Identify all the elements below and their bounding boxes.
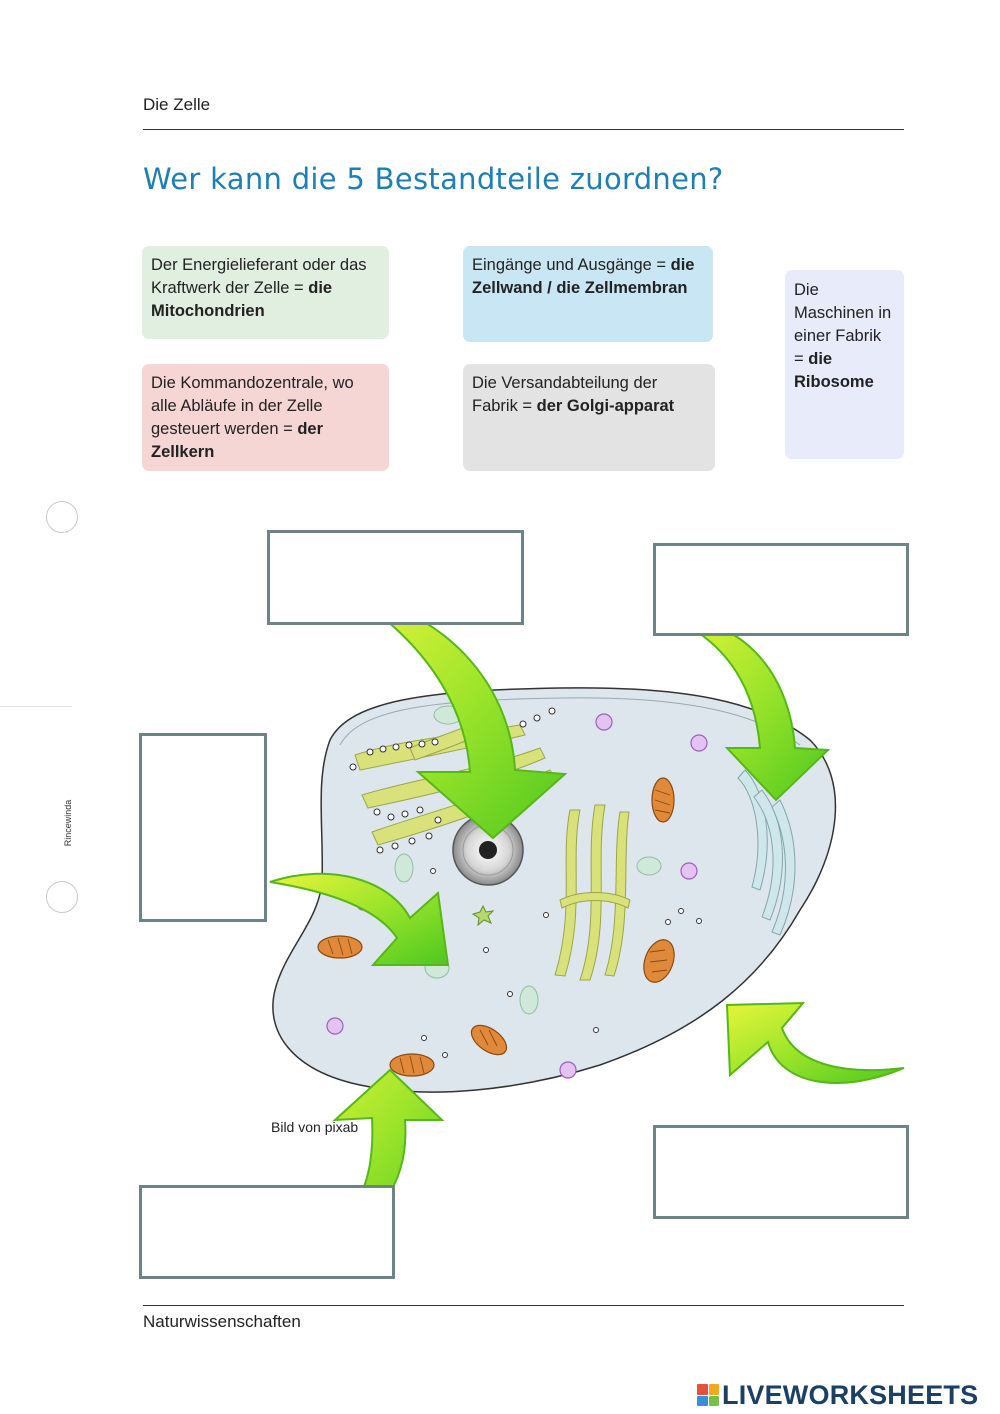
card-mitochondria-term: die Mitochondrien: [151, 279, 333, 320]
card-ribosome: Die Maschinen in einer Fabrik = die Ribo…: [785, 270, 904, 459]
arrow-bottom-right: [725, 1001, 905, 1084]
answer-box-left[interactable]: [139, 733, 267, 922]
card-ribosome-text: Die Maschinen in einer Fabrik =: [794, 281, 892, 368]
card-nucleus: Die Kommandozentrale, wo alle Abläufe in…: [142, 364, 389, 471]
arrow-top-right: [671, 616, 831, 802]
card-mitochondria-text: Der Energielieferant oder das Kraftwerk …: [151, 256, 367, 297]
liveworksheets-brand[interactable]: LIVEWORKSHEETS: [697, 1380, 978, 1410]
page-footer-text: Naturwissenschaften: [143, 1312, 301, 1331]
smooth-er: [737, 769, 796, 936]
binder-hole-bottom: [46, 881, 78, 913]
brand-name: LIVEWORKSHEETS: [722, 1379, 979, 1410]
arrow-left: [269, 872, 450, 966]
arrow-top: [354, 596, 568, 840]
centrosome: [471, 904, 495, 927]
page-header-title: Die Zelle: [143, 95, 211, 114]
free-ribosomes: [421, 868, 702, 1058]
golgi-apparatus: [554, 804, 631, 981]
answer-box-top[interactable]: [267, 530, 524, 625]
answer-box-bottom-left[interactable]: [139, 1185, 395, 1279]
card-nucleus-term: der Zellkern: [151, 420, 323, 461]
card-membrane: Eingänge und Ausgänge = die Zellwand / d…: [463, 246, 713, 342]
fold-mark: [0, 706, 72, 707]
card-golgi-term: der Golgi-apparat: [536, 397, 675, 415]
footer-divider: [143, 1305, 904, 1306]
liveworksheets-logo-icon: [697, 1384, 719, 1406]
card-golgi: Die Versandabteilung der Fabrik = der Go…: [463, 364, 715, 471]
card-golgi-text: Die Versandabteilung der Fabrik =: [472, 374, 658, 415]
card-nucleus-text: Die Kommandozentrale, wo alle Abläufe in…: [151, 374, 354, 438]
image-credit: Bild von pixab: [271, 1119, 359, 1135]
header-divider: [143, 129, 904, 130]
card-mitochondria: Der Energielieferant oder das Kraftwerk …: [142, 246, 389, 339]
answer-box-bottom-right[interactable]: [653, 1125, 909, 1219]
mito-cristae: [327, 789, 671, 1074]
card-ribosome-term: die Ribosome: [794, 350, 874, 391]
card-membrane-term: die Zellwand / die Zellmembran: [472, 256, 695, 297]
binder-hole-top: [46, 501, 78, 533]
lysosomes: [326, 713, 708, 1079]
worksheet-title: Wer kann die 5 Bestandteile zuordnen?: [143, 162, 724, 196]
card-membrane-text: Eingänge und Ausgänge =: [472, 256, 671, 274]
answer-box-top-right[interactable]: [653, 543, 909, 636]
